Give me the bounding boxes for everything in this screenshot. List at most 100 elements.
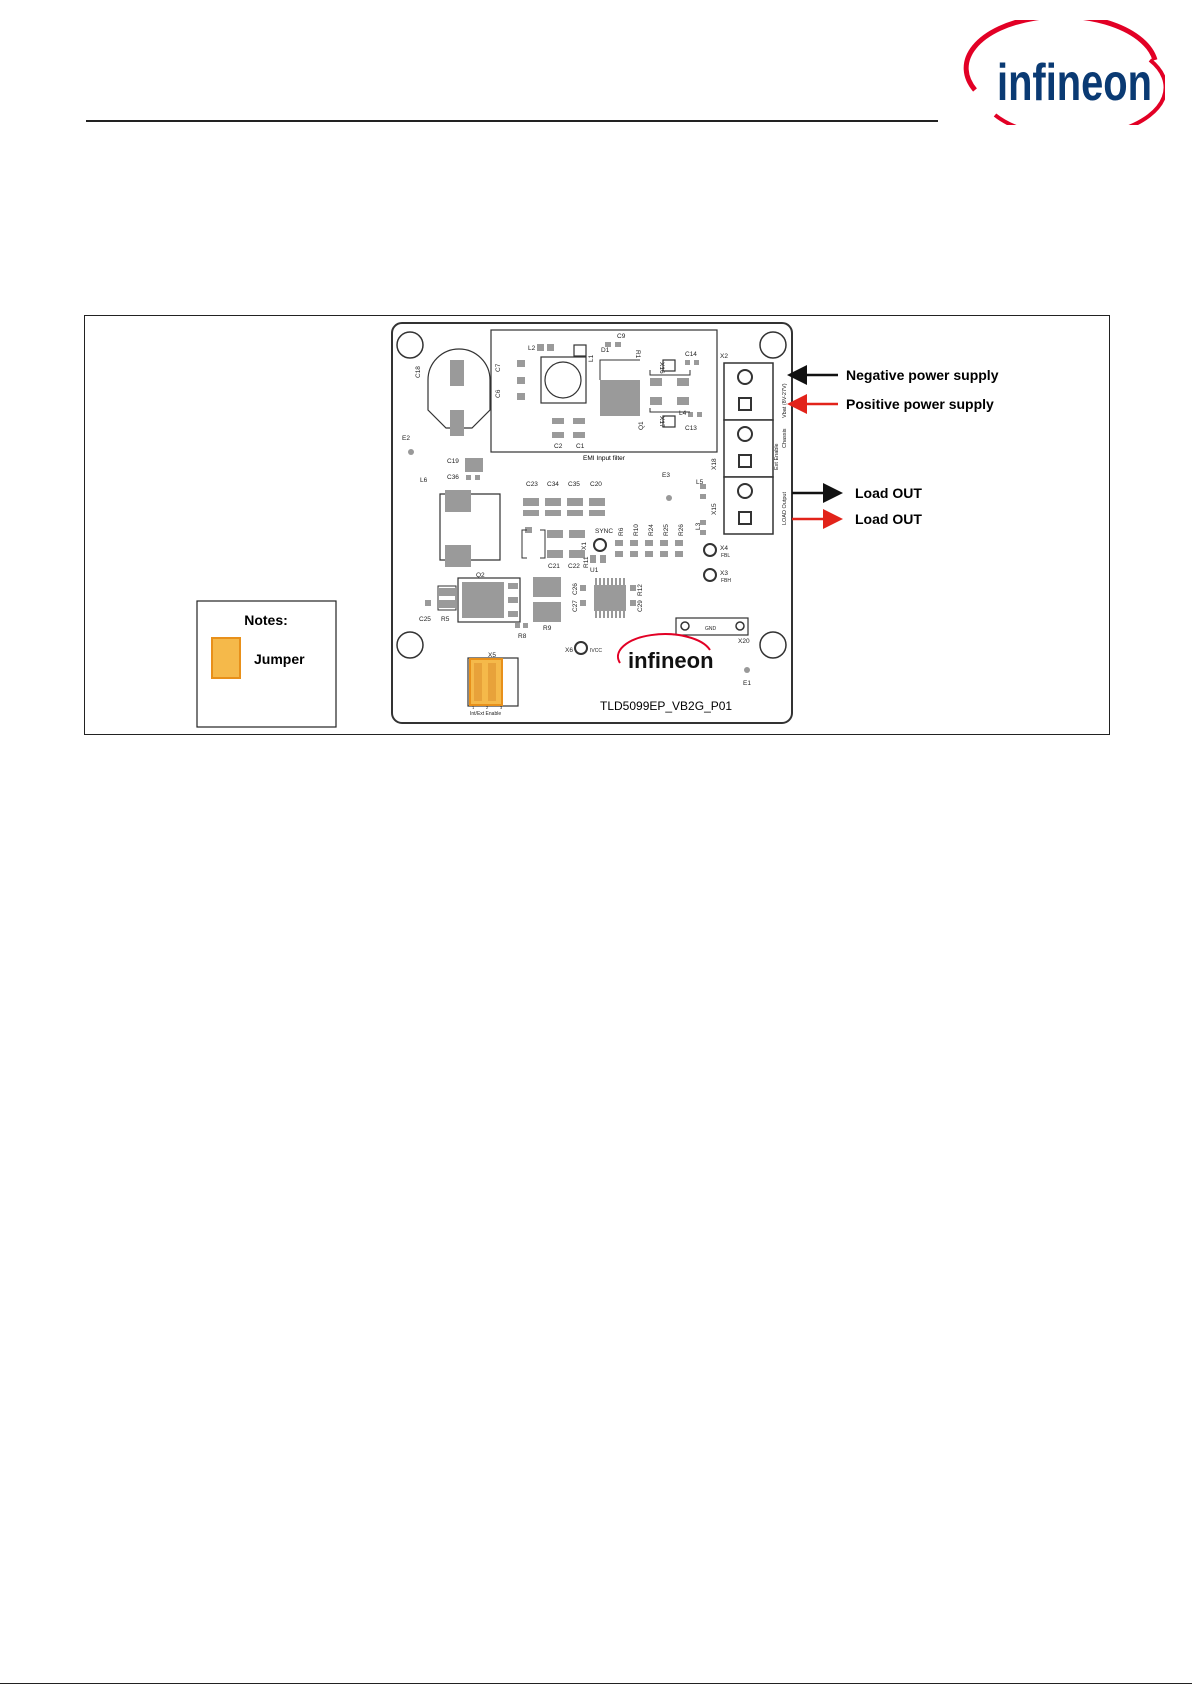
label-r1: R1	[634, 350, 641, 359]
logo-swoosh-lower	[993, 58, 1165, 125]
label-e3: E3	[662, 472, 670, 479]
label-r8: R8	[518, 633, 527, 640]
c21-outline	[521, 529, 527, 559]
capacitor-c18-outline	[427, 348, 491, 429]
annotation-load-out-2: Load OUT	[855, 511, 922, 527]
marker-e2	[408, 449, 414, 455]
capacitor-bank	[523, 484, 706, 563]
c21-outline	[540, 529, 546, 559]
label-int-ext-enable: Int/Ext Enable	[470, 711, 501, 717]
ic-u1-pins	[595, 578, 625, 618]
label-r26: R26	[678, 524, 685, 536]
q2-pin	[508, 583, 518, 589]
r5-pad	[439, 600, 455, 608]
label-c13: C13	[685, 425, 697, 432]
label-e2: E2	[402, 435, 410, 442]
board-logo-swoosh	[617, 633, 711, 664]
x1-header	[573, 344, 587, 357]
label-ext-enable: Ext Enable	[774, 443, 780, 470]
notes-title: Notes:	[244, 612, 288, 628]
label-r10: R10	[633, 524, 640, 536]
label-c1: C1	[576, 443, 585, 450]
label-c23: C23	[526, 481, 538, 488]
label-c18: C18	[415, 366, 422, 378]
jumper-pin	[488, 663, 496, 701]
x16-header	[662, 359, 676, 372]
label-fbl: FBL	[721, 553, 730, 559]
header-divider	[86, 120, 938, 122]
label-c22: C22	[568, 563, 580, 570]
gnd-pin	[735, 621, 745, 631]
pcb-outline	[391, 322, 793, 724]
label-c27: C27	[572, 600, 579, 612]
label-c26: C26	[572, 583, 579, 595]
terminal-block-x15	[723, 476, 774, 535]
label-l4: L4	[679, 410, 687, 417]
transistor-q2-outline	[457, 577, 521, 623]
testpoint-x1	[593, 538, 607, 552]
label-r5: R5	[441, 616, 450, 623]
emi-pads	[517, 342, 702, 438]
label-c6: C6	[495, 389, 502, 398]
gnd-header-x20	[675, 617, 749, 636]
resistor-pad	[533, 577, 561, 597]
r5-pad	[439, 588, 455, 596]
marker-e1	[744, 667, 750, 673]
board-logo-text: infineon	[628, 648, 714, 673]
mounting-hole	[396, 631, 424, 659]
label-e1: E1	[743, 680, 751, 687]
jumper-pin	[474, 663, 482, 701]
label-c20: C20	[590, 481, 602, 488]
label-load-output: LOAD Output	[782, 492, 788, 525]
label-l3: L3	[695, 522, 702, 530]
ic-u1	[594, 585, 626, 611]
terminal-block-x2	[723, 362, 774, 421]
q2-pin	[508, 611, 518, 617]
inductor-l6-pad	[445, 490, 471, 512]
footer-divider	[0, 1683, 1192, 1684]
resistor-r9-pad	[533, 602, 561, 622]
label-c7: C7	[495, 363, 502, 372]
label-x17: X17	[658, 416, 665, 428]
resistor-r5-outline	[437, 585, 457, 611]
label-c25: C25	[419, 616, 431, 623]
label-r9: R9	[543, 625, 552, 632]
c36-pad	[475, 475, 480, 480]
label-c29: C29	[637, 600, 644, 612]
label-r11: R11	[583, 556, 590, 568]
mounting-hole	[759, 631, 787, 659]
label-ivcc: IVCC	[590, 648, 602, 654]
label-gnd: GND	[705, 626, 717, 632]
board-figure: EMI Input filter	[196, 322, 999, 728]
c36-pad	[466, 475, 471, 480]
label-q1: Q1	[638, 421, 645, 430]
label-c36: C36	[447, 474, 459, 481]
testpoint-x4	[703, 543, 717, 557]
label-r25: R25	[663, 524, 670, 536]
label-x16: X16	[658, 362, 665, 374]
l4-outline-lower	[649, 408, 690, 413]
board-name: TLD5099EP_VB2G_P01	[600, 699, 732, 713]
label-c2: C2	[554, 443, 563, 450]
inductor-l6-pad	[445, 545, 471, 567]
label-chassis: Chassis	[782, 428, 788, 448]
mounting-hole	[396, 331, 424, 359]
label-u1: U1	[590, 567, 599, 574]
label-c34: C34	[547, 481, 559, 488]
q1-outline	[599, 359, 640, 380]
q2-pin	[508, 597, 518, 603]
annotation-load-out-1: Load OUT	[855, 485, 922, 501]
c25-pad	[425, 600, 431, 606]
r8-pad	[515, 623, 520, 628]
emi-filter-box	[490, 329, 718, 453]
label-sync: SYNC	[595, 528, 613, 535]
label-pin1: 1	[472, 705, 475, 710]
label-x1: X1	[581, 542, 588, 550]
transistor-q1-pad	[600, 380, 640, 416]
label-d1: D1	[601, 347, 610, 354]
infineon-logo: infineon	[963, 20, 1165, 125]
legend-jumper-label: Jumper	[254, 651, 305, 667]
label-x3: X3	[720, 570, 728, 577]
label-l1: L1	[588, 354, 595, 362]
l4-outline	[649, 370, 691, 376]
